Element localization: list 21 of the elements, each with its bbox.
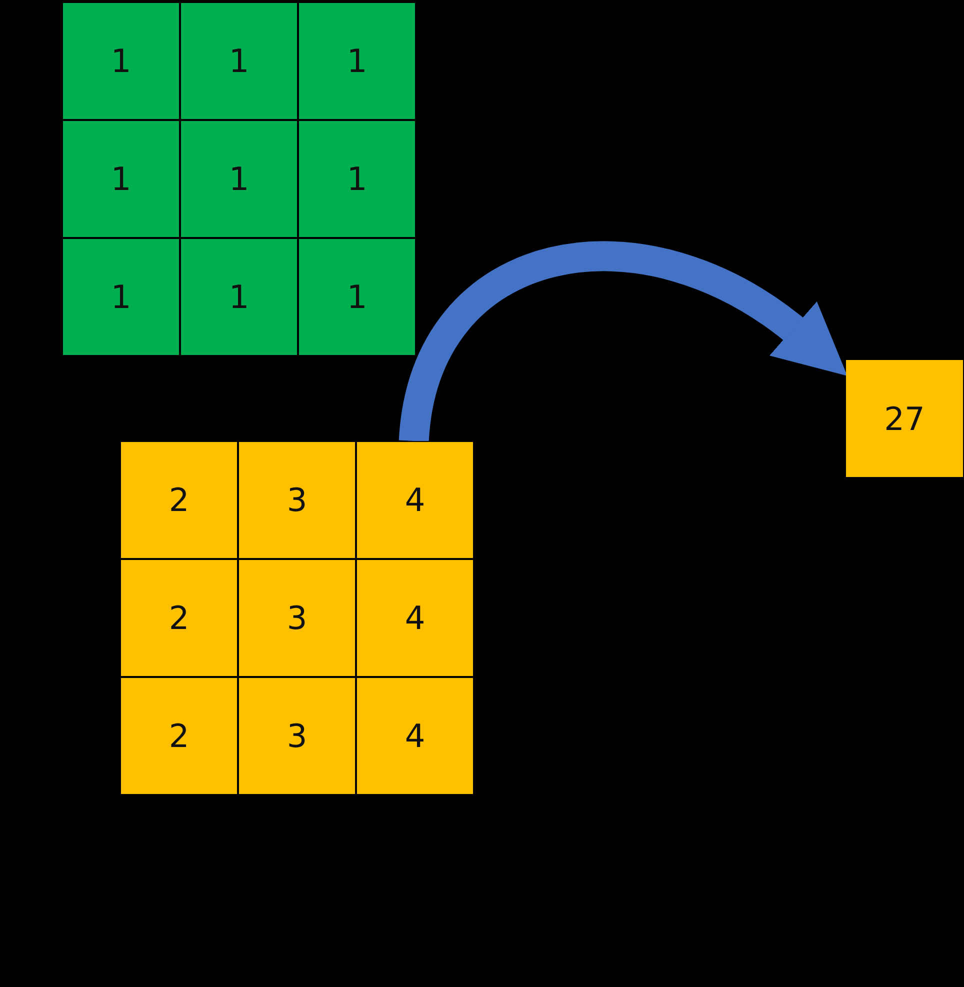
matrix-cell: 1 [180,120,298,238]
result-cell: 27 [846,360,963,477]
matrix-cell: 3 [238,677,356,795]
matrix-cell: 1 [62,238,180,356]
matrix-cell: 1 [62,2,180,120]
matrix-cell: 2 [120,441,238,559]
matrix-grid [62,2,416,356]
matrix-cell: 4 [356,677,474,795]
matrix-cell: 3 [238,559,356,677]
matrix-grid [120,441,474,795]
matrix-cell: 4 [356,441,474,559]
matrix-cell: 1 [62,120,180,238]
matrix-cell: 4 [356,559,474,677]
matrix-cell: 1 [298,120,416,238]
matrix-cell: 2 [120,559,238,677]
matrix-cell: 1 [180,238,298,356]
matrix-cell: 3 [238,441,356,559]
matrix-cell: 2 [120,677,238,795]
matrix-cell: 1 [298,2,416,120]
matrix-cell: 1 [180,2,298,120]
matrix-cell: 1 [298,238,416,356]
